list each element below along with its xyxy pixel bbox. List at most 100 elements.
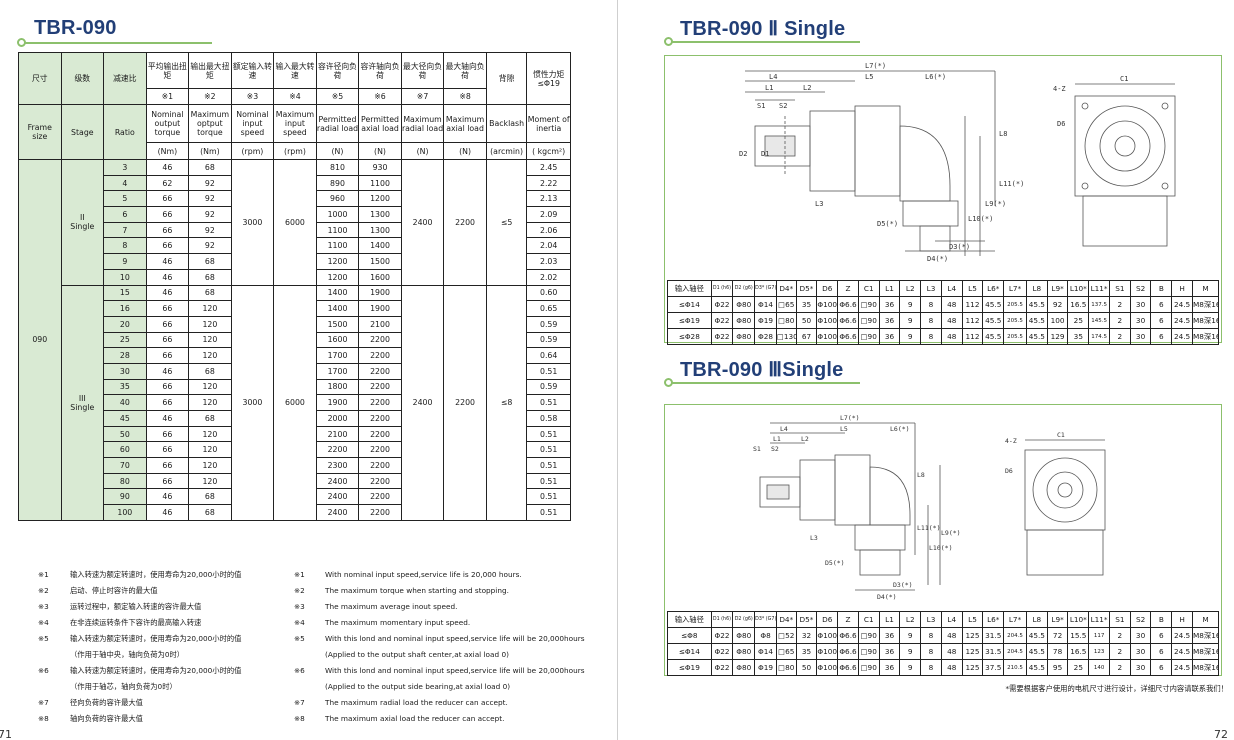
dim-cell: Φ22 [710,643,734,660]
dim-cell: Φ22 [710,659,734,676]
max-torque-cell: 120 [188,378,232,396]
dim-cell: □52 [775,627,797,644]
backlash-cell: ≤5 [485,159,528,286]
input-speed-cell: 3000 [230,284,275,521]
dim-header: Z [837,611,859,628]
dim-cell: □65 [775,643,797,660]
nominal-torque-cell: 66 [145,441,190,459]
dim-cell: 204.5 [1003,627,1027,644]
dim-cell: Φ80 [732,296,756,313]
dim-cell: 45.5 [1025,312,1048,329]
dim-cell: Φ6.6 [837,312,859,329]
header-en: Ratio [103,104,147,160]
dim-cell: Φ19 [754,659,777,676]
note-text: 输入转速为额定转速时，使用寿命为20,000小时的值 [70,666,242,675]
section2-underline-dot [664,378,673,387]
ratio-cell: 25 [103,331,147,349]
inertia-cell: 2.02 [526,268,571,286]
ratio-cell: 8 [103,237,147,255]
note-text: （作用于轴中央，轴向负荷为0时） [70,650,185,659]
max-torque-cell: 68 [188,159,232,176]
axial-load-cell: 1300 [358,221,402,239]
dim-cell: 45.5 [1025,643,1048,660]
max-torque-cell: 120 [188,331,232,349]
header-unit: (N) [315,142,360,160]
dim-cell: 50 [795,659,818,676]
dim-cell: Φ100 [816,328,839,345]
svg-text:L4: L4 [780,425,788,433]
dim-cell: □90 [857,659,880,676]
radial-load-cell: 890 [315,174,360,192]
header-en: Permitted axial load [358,104,402,143]
dim-cell: 2 [1108,627,1131,644]
note-text: The maximum axial load the reducer can a… [325,714,505,723]
section2-underline [670,382,860,384]
dim-cell: □90 [857,328,880,345]
dim-cell: Φ6.6 [837,296,859,313]
dim-cell: 30 [1129,643,1152,660]
max-axial-cell: 2200 [443,284,487,521]
ratio-cell: 28 [103,347,147,364]
axial-load-cell: 1900 [358,284,402,302]
dim-header: 输入轴径 [667,280,712,297]
header-en: Maximum radial load [400,104,445,143]
dim-cell: 205.5 [1003,328,1027,345]
dim-cell: 24.5 [1171,659,1193,676]
dim-cell: □90 [857,643,880,660]
dim-cell: ≤Φ19 [667,659,712,676]
dim-cell: 123 [1088,643,1110,660]
dim-header: 输入轴径 [667,611,712,628]
header-en: Stage [60,104,105,160]
dim-header: B [1150,280,1173,297]
svg-text:L7(*): L7(*) [840,414,860,422]
axial-load-cell: 1900 [358,300,402,317]
dim-cell: 48 [940,659,963,676]
max-torque-cell: 68 [188,488,232,506]
inertia-cell: 0.58 [526,410,571,427]
header-zh: 平均输出扭矩 [145,52,190,89]
dim-cell: 140 [1088,659,1110,676]
header-zh: 输出最大扭矩 [188,52,232,89]
dim-cell: Φ6.6 [837,659,859,676]
dim-header: L6* [982,280,1005,297]
dim-cell: Φ28 [754,328,777,345]
inertia-cell: 2.03 [526,253,571,270]
note-mark: ※3 [294,602,305,611]
frame-size-cell: 090 [18,159,62,521]
nominal-torque-cell: 66 [145,394,190,411]
dim-header: L3 [920,611,942,628]
dim-cell: 24.5 [1171,643,1193,660]
note-mark: ※7 [294,698,305,707]
dim-cell: Φ22 [710,312,734,329]
note-text: With this lond and nominal input speed,s… [325,666,585,675]
dim-cell: 112 [961,312,984,329]
ratio-cell: 90 [103,488,147,506]
dim-header: M [1191,611,1220,628]
backlash-cell: ≤8 [485,284,528,521]
input-speed-cell: 3000 [230,159,275,286]
nominal-torque-cell: 66 [145,300,190,317]
dim-cell: 78 [1046,643,1069,660]
nominal-torque-cell: 66 [145,190,190,208]
radial-load-cell: 1800 [315,378,360,396]
inertia-cell: 0.51 [526,488,571,506]
header-zh: 容许轴向负荷 [358,52,402,89]
inertia-cell: 0.51 [526,425,571,443]
dim-cell: 117 [1088,627,1110,644]
header-en: Nominal input speed [230,104,275,143]
header-mark: ※8 [443,88,487,105]
note-mark: ※6 [38,666,49,675]
max-torque-cell: 120 [188,315,232,333]
header-unit: ( kgcm²) [526,142,571,160]
dim-cell: 125 [961,627,984,644]
inertia-cell: 0.59 [526,315,571,333]
dim-header: H [1171,611,1193,628]
dim-cell: 8 [920,296,942,313]
dim-cell: 8 [920,659,942,676]
dim-cell: 95 [1046,659,1069,676]
